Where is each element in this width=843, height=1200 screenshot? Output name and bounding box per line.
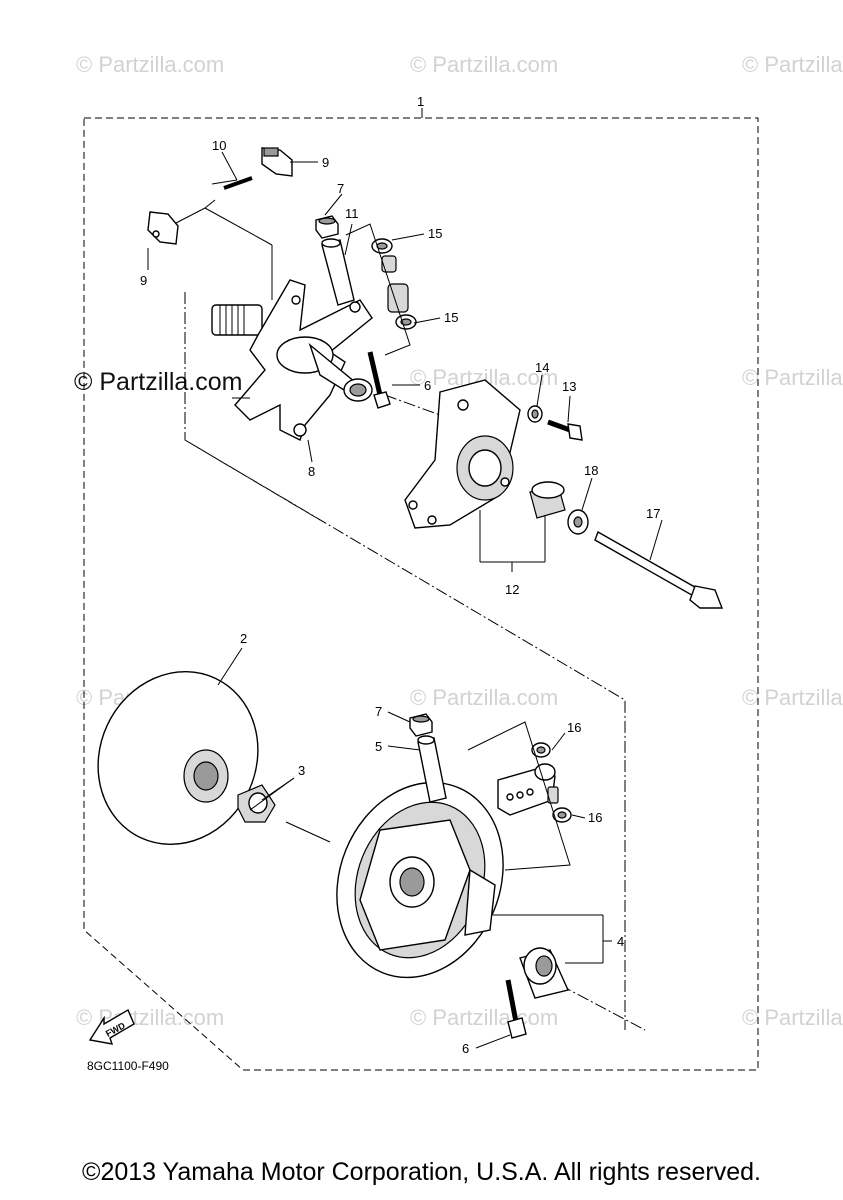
axis-line: [384, 394, 441, 416]
roller-weights: [147, 147, 293, 300]
callout-7: 7: [337, 181, 344, 196]
watermark: © Partzilla.com: [742, 685, 843, 710]
fixed-sheave: [97, 671, 259, 845]
callout-4: 4: [617, 934, 624, 949]
watermark: © Partzilla.com: [410, 685, 558, 710]
copyright-notice: ©2013 Yamaha Motor Corporation, U.S.A. A…: [82, 1158, 761, 1186]
long-bolt: [567, 509, 724, 609]
callout-16: 16: [567, 720, 581, 735]
callout-3: 3: [298, 763, 305, 778]
watermark: © Partzilla.com: [410, 1005, 558, 1030]
callouts: 1 2 3 4 5 6 6 7 7 8 9 9 10 11 12 13 14 1…: [140, 94, 660, 1056]
watermark-prominent: © Partzilla.com: [74, 368, 242, 396]
callout-13: 13: [562, 379, 576, 394]
callout-8: 8: [308, 464, 315, 479]
watermark: © Partzilla.com: [742, 52, 843, 77]
washer-bolt: [527, 405, 583, 441]
callout-15: 15: [444, 310, 458, 325]
callout-9: 9: [322, 155, 329, 170]
callout-15: 15: [428, 226, 442, 241]
bushing-lower: [519, 947, 569, 999]
callout-7: 7: [375, 704, 382, 719]
movable-sheave: [336, 781, 504, 979]
callout-5: 5: [375, 739, 382, 754]
watermark: © Partzilla.com: [742, 1005, 843, 1030]
axis-line: [559, 760, 646, 1031]
nut-and-collar: [315, 215, 355, 306]
callout-16: 16: [588, 810, 602, 825]
callout-17: 17: [646, 506, 660, 521]
sub-assembly-outline: [184, 292, 626, 760]
nut-and-collar-lower: [409, 713, 447, 803]
callout-14: 14: [535, 360, 549, 375]
assembly-boundary: [83, 117, 759, 1071]
callout-12: 12: [505, 582, 519, 597]
bushings: [345, 223, 417, 356]
callout-6: 6: [462, 1041, 469, 1056]
callout-1: 1: [417, 94, 424, 109]
spider-hub: [211, 279, 373, 441]
roller-assembly: [467, 721, 572, 871]
callout-18: 18: [584, 463, 598, 478]
diagram-code: 8GC1100-F490: [87, 1059, 169, 1073]
cover-plate: [404, 379, 566, 529]
bolt-lower: [505, 979, 527, 1039]
callout-11: 11: [345, 206, 359, 221]
callout-9: 9: [140, 273, 147, 288]
callout-6: 6: [424, 378, 431, 393]
callout-2: 2: [240, 631, 247, 646]
watermark: © Partzilla.com: [742, 365, 843, 390]
bolt: [367, 351, 391, 409]
leader-lines: [147, 151, 663, 1049]
watermark: © Partzilla.com: [76, 52, 224, 77]
callout-10: 10: [212, 138, 226, 153]
watermark: © Partzilla.com: [410, 52, 558, 77]
